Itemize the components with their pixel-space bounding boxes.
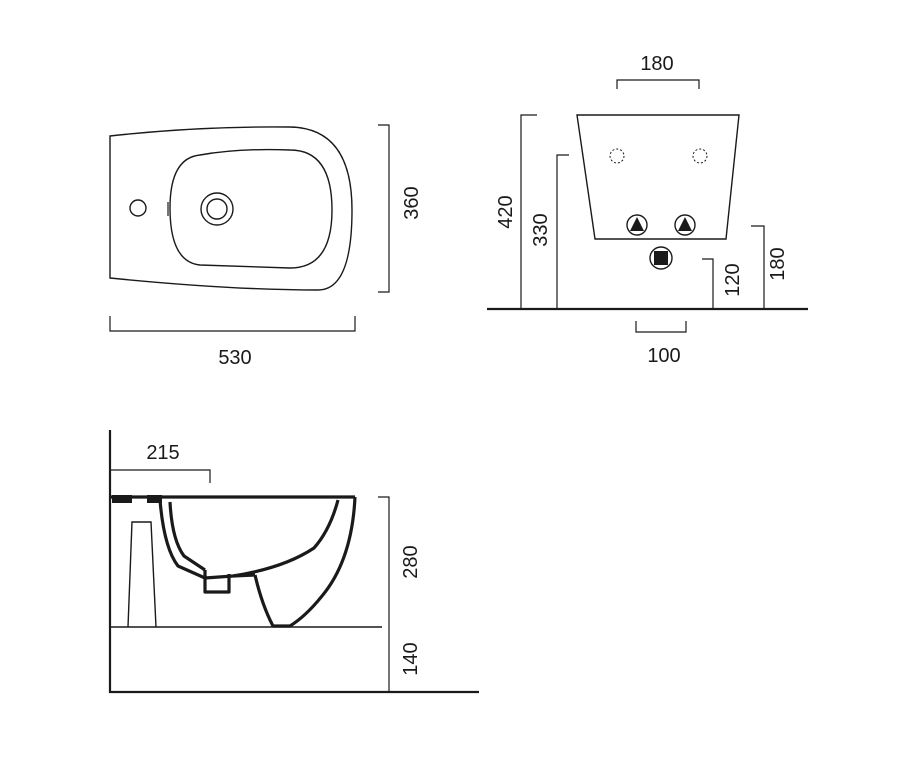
height-rim-dimension-line (556, 154, 569, 309)
tap-offset-label: 215 (146, 442, 179, 464)
front-view: 180 420 330 120 180 100 (487, 53, 808, 367)
side-view-bowl (158, 499, 340, 580)
floor-gap-label: 140 (400, 642, 422, 675)
bracket-height-label: 180 (767, 247, 789, 280)
depth-dimension-line (378, 124, 390, 293)
top-view-outline (109, 126, 353, 291)
fixing-hole-left-icon (609, 148, 625, 164)
height-rim-label: 330 (530, 213, 552, 246)
water-inlet-right-icon (674, 214, 696, 236)
drain-outer-icon (200, 192, 234, 226)
side-view: 215 280 140 (108, 430, 479, 694)
side-view-bracket (127, 521, 157, 628)
fixing-hole-right-icon (692, 148, 708, 164)
bowl-height-dimension-line (378, 496, 390, 627)
waste-height-label: 120 (722, 263, 744, 296)
bracket-height-dimension-line (751, 225, 765, 309)
bowl-height-label: 280 (400, 545, 422, 578)
width-dimension-line (109, 316, 356, 332)
top-view: 530 360 (109, 124, 423, 369)
waste-outlet-square-icon (654, 251, 668, 265)
width-label: 530 (218, 347, 251, 369)
drain-inner-icon (206, 198, 228, 220)
side-view-drain (203, 570, 231, 594)
side-view-bowl-wall (168, 501, 206, 572)
front-view-body (576, 114, 740, 240)
side-view-rim-block (147, 495, 162, 503)
waste-outlet-icon (649, 246, 673, 270)
tap-hole-icon (129, 199, 147, 217)
tap-offset-dimension-line (110, 469, 211, 483)
floor-gap-dimension-line (378, 627, 390, 693)
height-total-dimension-line (520, 114, 537, 309)
waste-width-dimension-line (635, 321, 687, 333)
side-view-tap-block (112, 495, 132, 503)
side-view-outer-profile (253, 496, 357, 628)
waste-width-label: 100 (647, 345, 680, 367)
water-inlet-left-icon (626, 214, 648, 236)
top-view-bowl (169, 148, 333, 269)
water-inlet-left-arrow-icon (630, 217, 644, 231)
height-total-label: 420 (495, 195, 517, 228)
side-view-drain-tail (232, 573, 256, 578)
hole-spacing-label: 180 (640, 53, 673, 75)
depth-label: 360 (401, 186, 423, 219)
water-inlet-right-arrow-icon (678, 217, 692, 231)
hole-spacing-dimension-line (616, 79, 700, 89)
waste-height-dimension-line (702, 258, 714, 309)
